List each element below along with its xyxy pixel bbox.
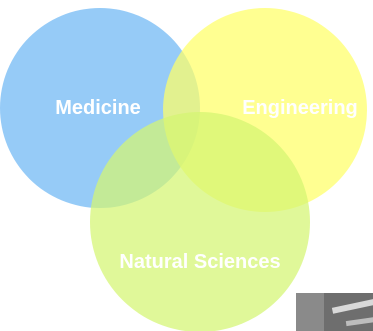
circle-natural-sciences	[90, 112, 310, 331]
label-natural-sciences: Natural Sciences	[119, 251, 280, 273]
label-medicine: Medicine	[55, 97, 141, 119]
photo-streak	[345, 316, 373, 327]
label-engineering: Engineering	[242, 97, 358, 119]
photo-shade	[296, 293, 324, 331]
photo-streak	[331, 298, 373, 314]
photo-fragment	[296, 293, 373, 331]
